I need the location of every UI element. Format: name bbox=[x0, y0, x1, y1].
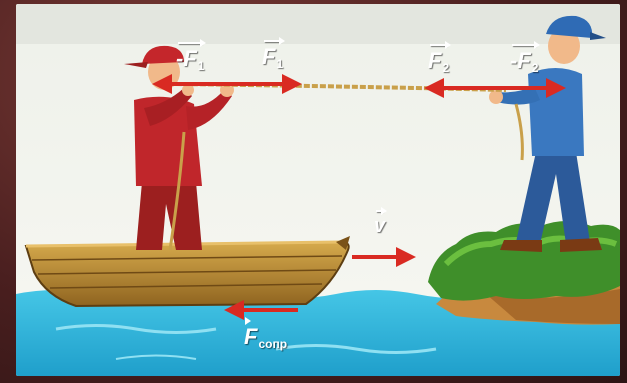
label-f-drag: Fсопр bbox=[244, 317, 287, 350]
boy-on-shore-cap-visor bbox=[590, 32, 606, 40]
boy-on-shore-arm bbox=[496, 86, 540, 105]
boy-on-boat bbox=[124, 45, 234, 251]
label-f2: F2 bbox=[428, 41, 452, 74]
boy-on-shore-shoes bbox=[560, 238, 602, 252]
boy-on-boat-arm bbox=[144, 88, 192, 126]
boy-on-boat-rope-tail bbox=[168, 131, 186, 251]
boy-on-shore-shoes bbox=[500, 240, 542, 252]
water-ripple bbox=[115, 354, 197, 360]
boy-on-shore-legs bbox=[516, 152, 590, 244]
boy-on-shore-hand bbox=[489, 90, 503, 104]
label-neg-f1: -F1 bbox=[176, 39, 208, 72]
label-f1: F1 bbox=[262, 37, 286, 70]
boy-on-boat-cap bbox=[142, 45, 184, 64]
diagram-canvas bbox=[16, 4, 620, 376]
boat-plank bbox=[31, 255, 343, 261]
label-neg-f2: -F2 bbox=[510, 41, 542, 74]
boy-on-boat-hand bbox=[220, 83, 234, 97]
boy-on-shore-rope-tail bbox=[514, 103, 524, 161]
water-ripple bbox=[275, 344, 437, 354]
horizon-band bbox=[16, 4, 620, 44]
boy-on-boat-cap-visor bbox=[124, 62, 148, 68]
physics-diagram: -F1 F1 F2 -F2 v Fсопр bbox=[16, 4, 620, 376]
boat-plank bbox=[49, 283, 323, 289]
boy-on-shore-torso bbox=[528, 68, 584, 156]
boat-plank bbox=[37, 269, 337, 275]
boy-on-shore-cap bbox=[546, 15, 593, 38]
boy-on-boat-hand bbox=[182, 84, 194, 96]
boat-bow bbox=[336, 236, 350, 250]
boy-on-shore-head bbox=[548, 28, 580, 64]
boy-on-boat-arm bbox=[186, 90, 232, 130]
water-ripple bbox=[55, 324, 217, 334]
shore-cliff bbox=[486, 289, 620, 324]
label-v: v bbox=[374, 207, 388, 236]
boy-on-boat-legs bbox=[136, 182, 202, 250]
